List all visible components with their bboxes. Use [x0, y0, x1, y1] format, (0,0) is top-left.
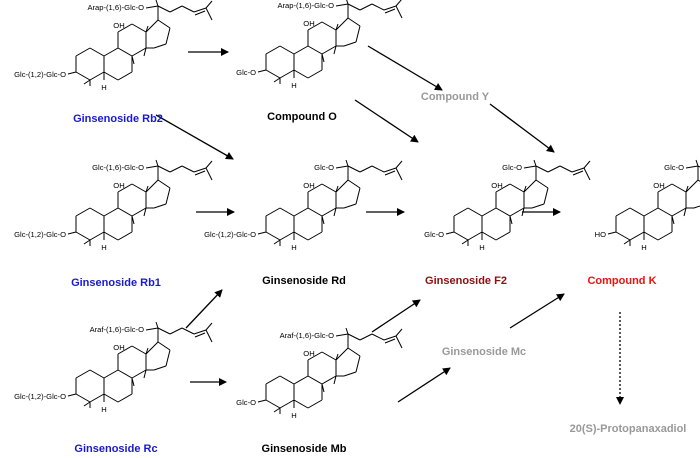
arrow-o-to-f2 — [354, 99, 419, 143]
structure-rc: Araf-(1,6)-Glc-O Glc-(1,2)-Glc-O OH H — [14, 321, 213, 414]
label-mb: Ginsenoside Mb — [262, 443, 347, 455]
structure-rb1: Glc-(1,6)-Glc-O Glc-(1,2)-Glc-O OH H — [14, 159, 213, 252]
c20-substituent: Arap-(1,6)-Glc-O — [277, 1, 334, 10]
c3-substituent: Glc-O — [236, 68, 256, 77]
label-y: Compound Y — [421, 91, 490, 103]
arrow-mb-to-f2 — [371, 299, 421, 333]
label-k: Compound K — [587, 275, 656, 287]
structure-rd: Glc-O Glc-(1,2)-Glc-O OH H — [204, 159, 403, 252]
h-label: H — [479, 243, 484, 252]
h-label: H — [291, 81, 296, 90]
oh-label: OH — [113, 21, 124, 30]
label-rd: Ginsenoside Rd — [262, 275, 346, 287]
arrow-mb-to-mc — [397, 367, 451, 403]
arrow-y-to-k — [489, 103, 555, 153]
label-rb2: Ginsenoside Rb2 — [73, 113, 163, 125]
label-f2: Ginsenoside F2 — [425, 275, 507, 287]
c20-substituent: Glc-O — [502, 163, 522, 172]
oh-label: OH — [303, 19, 314, 28]
structures-layer: Arap-(1,6)-Glc-OGlc-(1,2)-Glc-OOHHArap-(… — [14, 0, 700, 420]
skeleton-bonds — [445, 159, 591, 246]
c3-substituent: HO — [595, 230, 606, 239]
h-label: H — [101, 83, 106, 92]
skeleton-bonds — [257, 0, 403, 84]
label-ppd: 20(S)-Protopanaxadiol — [570, 423, 687, 435]
arrow-rc-to-rd — [185, 289, 223, 329]
oh-label: OH — [303, 181, 314, 190]
h-label: H — [101, 405, 106, 414]
arrows-layer — [155, 45, 624, 405]
label-rb1: Ginsenoside Rb1 — [71, 277, 161, 289]
compound-labels-layer: Ginsenoside Rb2 Compound O Compound Y Ginse… — [71, 91, 686, 455]
c3-substituent: Glc-O — [236, 398, 256, 407]
oh-label: OH — [113, 181, 124, 190]
structure-mb: Araf-(1,6)-Glc-O Glc-O OH H — [236, 327, 403, 420]
h-label: H — [291, 411, 296, 420]
skeleton-bonds — [257, 327, 403, 414]
c3-substituent: Glc-(1,2)-Glc-O — [14, 230, 66, 239]
c20-substituent: Glc-O — [664, 163, 684, 172]
c20-substituent: Araf-(1,6)-Glc-O — [280, 331, 335, 340]
c3-substituent: Glc-(1,2)-Glc-O — [14, 392, 66, 401]
c20-substituent: Arap-(1,6)-Glc-O — [87, 3, 144, 12]
c3-substituent: Glc-O — [424, 230, 444, 239]
arrow-mc-to-k — [509, 293, 565, 329]
c20-substituent: Glc-(1,6)-Glc-O — [92, 163, 144, 172]
structure-k: Glc-O HO OH H — [595, 159, 700, 252]
h-label: H — [291, 243, 296, 252]
c3-substituent: Glc-(1,2)-Glc-O — [204, 230, 256, 239]
skeleton-bonds — [67, 321, 213, 408]
structure-rb2: Arap-(1,6)-Glc-O Glc-(1,2)-Glc-O OH H — [14, 0, 213, 92]
oh-label: OH — [491, 181, 502, 190]
label-rc: Ginsenoside Rc — [74, 443, 157, 455]
skeleton-bonds — [67, 159, 213, 246]
skeleton-bonds — [257, 159, 403, 246]
oh-label: OH — [303, 349, 314, 358]
label-o: Compound O — [267, 111, 337, 123]
arrow-o-to-y — [367, 45, 443, 91]
h-label: H — [641, 243, 646, 252]
label-mc: Ginsenoside Mc — [442, 346, 526, 358]
arrow-rb2-to-rd — [155, 114, 234, 160]
c3-substituent: Glc-(1,2)-Glc-O — [14, 70, 66, 79]
skeleton-bonds — [67, 0, 213, 86]
skeleton-bonds — [607, 159, 700, 246]
h-label: H — [101, 243, 106, 252]
oh-label: OH — [653, 181, 664, 190]
structure-o: Arap-(1,6)-Glc-O Glc-O OH H — [236, 0, 403, 90]
c20-substituent: Araf-(1,6)-Glc-O — [90, 325, 145, 334]
c20-substituent: Glc-O — [314, 163, 334, 172]
oh-label: OH — [113, 343, 124, 352]
